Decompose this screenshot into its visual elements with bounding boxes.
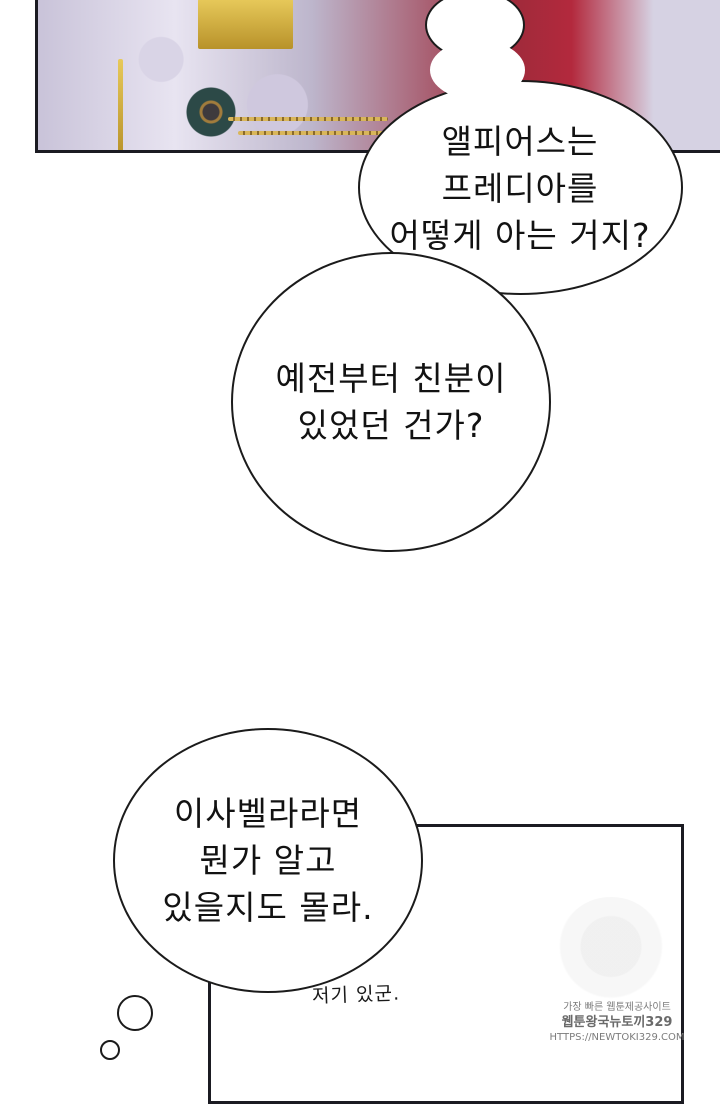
gold-ornament: [118, 59, 123, 150]
bubble-text-2: 예전부터 친분이 있었던 건가?: [275, 359, 507, 445]
gold-ornament: [198, 0, 293, 49]
watermark-line-3: HTTPS://NEWTOKI329.COM: [549, 1032, 685, 1043]
comic-page: 앨피어스는 프레디아를 어떻게 아는 거지? 예전부터 친분이 있었던 건가? …: [35, 0, 720, 1104]
site-watermark: 가장 빠른 웹툰제공사이트 웹툰왕국뉴토끼329 HTTPS://NEWTOKI…: [548, 1000, 686, 1045]
thought-bubble: 이사벨라라면 뭔가 알고 있을지도 몰라.: [113, 728, 423, 993]
bubble-text-3: 이사벨라라면 뭔가 알고 있을지도 몰라.: [162, 794, 374, 927]
brooch-ornament: [186, 87, 236, 137]
bubble-text-1: 앨피어스는 프레디아를 어떻게 아는 거지?: [389, 122, 651, 255]
handwritten-caption: 저기 있군.: [311, 982, 401, 1008]
gold-chain: [228, 117, 388, 121]
illustration-panel-top: [35, 0, 720, 153]
thought-dot-small: [100, 1040, 120, 1060]
watermark-line-1: 가장 빠른 웹툰제공사이트: [563, 1002, 671, 1013]
thought-dot-large: [117, 995, 153, 1031]
watermark-line-2: 웹툰왕국뉴토끼329: [561, 1015, 673, 1030]
character-sketch: [556, 897, 666, 1007]
speech-bubble-2: 예전부터 친분이 있었던 건가?: [231, 252, 551, 552]
gold-chain: [238, 131, 388, 135]
